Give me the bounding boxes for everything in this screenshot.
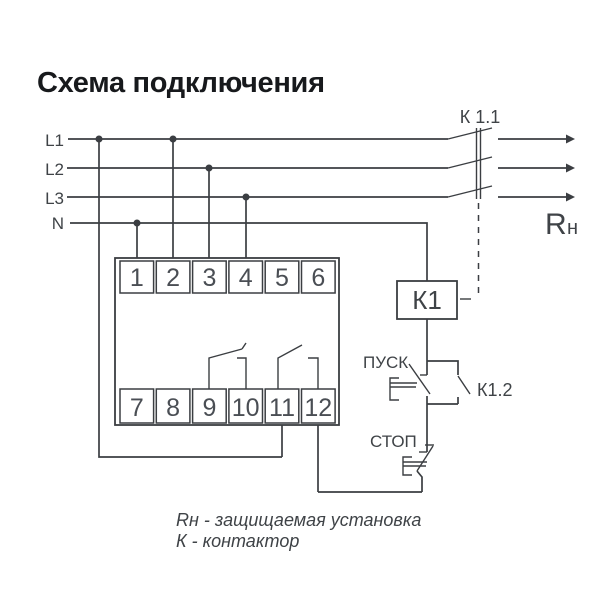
phase-bus-lines	[67, 138, 448, 281]
start-actuator-shaft	[390, 382, 417, 388]
terminal-cell-7	[119, 388, 155, 424]
terminal-drop-wires	[95, 135, 283, 458]
junction-dot	[95, 135, 103, 143]
main-contact-label: К 1.1	[460, 107, 501, 127]
switch-blade-l1	[447, 127, 493, 140]
junction-dot	[133, 219, 141, 227]
terminal-number-2: 2	[166, 264, 180, 292]
terminal-cell-10	[228, 388, 264, 424]
phase-bus-labels: L1 L2 L3 N	[45, 131, 64, 233]
terminal-cell-1	[119, 260, 155, 294]
aux-blade	[457, 375, 471, 395]
top-terminal-row: 1 2 3 4 5 6	[119, 260, 336, 294]
internal-contact-9-10	[208, 342, 247, 389]
arrow-icon	[566, 134, 575, 144]
switch-blade-l3	[447, 185, 493, 198]
output-arrows	[498, 134, 575, 202]
bus-line-n-to-coil	[70, 222, 428, 281]
device-outline	[114, 257, 340, 426]
stop-button-label: СТОП	[370, 432, 417, 451]
page-title: Схема подключения	[37, 67, 325, 99]
start-button-label: ПУСК	[363, 353, 408, 372]
arrow-icon	[566, 192, 575, 202]
terminal-number-1: 1	[130, 264, 144, 292]
junction-dot	[205, 164, 213, 172]
terminal-cell-4	[228, 260, 264, 294]
terminal-number-11: 11	[269, 394, 295, 422]
legend-line-2: К - контактор	[176, 531, 299, 551]
wire-stop-to-terminal12	[317, 425, 422, 493]
terminal-number-7: 7	[130, 394, 144, 422]
terminal-cell-2	[155, 260, 191, 294]
switch-blade-l2	[447, 156, 493, 169]
relay-device: 1 2 3 4 5 6 7 8 9 10 11 12	[114, 257, 340, 426]
terminal-number-3: 3	[202, 264, 216, 292]
terminal-cell-8	[155, 388, 191, 424]
wire-l1-to-terminal11	[98, 139, 283, 458]
bus-label-n: N	[52, 214, 64, 233]
stop-blade	[416, 445, 434, 472]
terminal-number-12: 12	[304, 394, 332, 422]
junction-dot	[169, 135, 177, 143]
terminal-cell-5	[264, 260, 300, 294]
contactor-coil: К1	[396, 280, 458, 361]
terminal-cell-6	[300, 260, 336, 294]
bus-label-l1: L1	[45, 131, 64, 150]
aux-contact-label: К1.2	[477, 380, 513, 400]
aux-contact-k12: К1.2	[427, 360, 513, 405]
load-label-main: R	[545, 208, 567, 241]
terminal-cell-3	[191, 260, 227, 294]
start-button-group: ПУСК К1.2	[363, 353, 513, 452]
aux-bottom-lead	[427, 397, 459, 405]
load-label-sub: н	[567, 217, 578, 239]
contact-blade	[208, 348, 243, 389]
terminal-cell-11	[264, 388, 300, 424]
coil-label: К1	[412, 285, 442, 315]
terminal-number-8: 8	[166, 394, 180, 422]
stop-button-group: СТОП	[317, 425, 434, 493]
aux-top-lead	[427, 360, 459, 375]
contact-blade	[277, 344, 303, 389]
bottom-terminal-row: 7 8 9 10 11 12	[119, 388, 336, 424]
bus-label-l2: L2	[45, 160, 64, 179]
stop-bottom-lead	[416, 470, 423, 492]
contact-fixed-lead	[237, 357, 247, 389]
start-actuator-bracket	[389, 377, 399, 401]
contact-fixed-lead	[308, 357, 319, 389]
legend: Rн - защищаемая установка К - контактор	[176, 510, 421, 551]
stop-actuator-shaft	[403, 461, 427, 467]
terminal-number-9: 9	[202, 394, 216, 422]
terminal-number-4: 4	[239, 264, 253, 292]
start-blade	[408, 363, 431, 395]
contact-blade-tick	[241, 342, 247, 350]
terminal-number-6: 6	[311, 264, 325, 292]
bus-label-l3: L3	[45, 189, 64, 208]
legend-line-1: Rн - защищаемая установка	[176, 510, 421, 530]
arrow-icon	[566, 163, 575, 173]
terminal-number-5: 5	[275, 264, 289, 292]
junction-dot	[242, 193, 250, 201]
internal-contact-11-12	[277, 344, 319, 389]
contactor-main-contacts: К 1.1 R н	[447, 107, 578, 300]
terminal-number-10: 10	[232, 394, 260, 422]
